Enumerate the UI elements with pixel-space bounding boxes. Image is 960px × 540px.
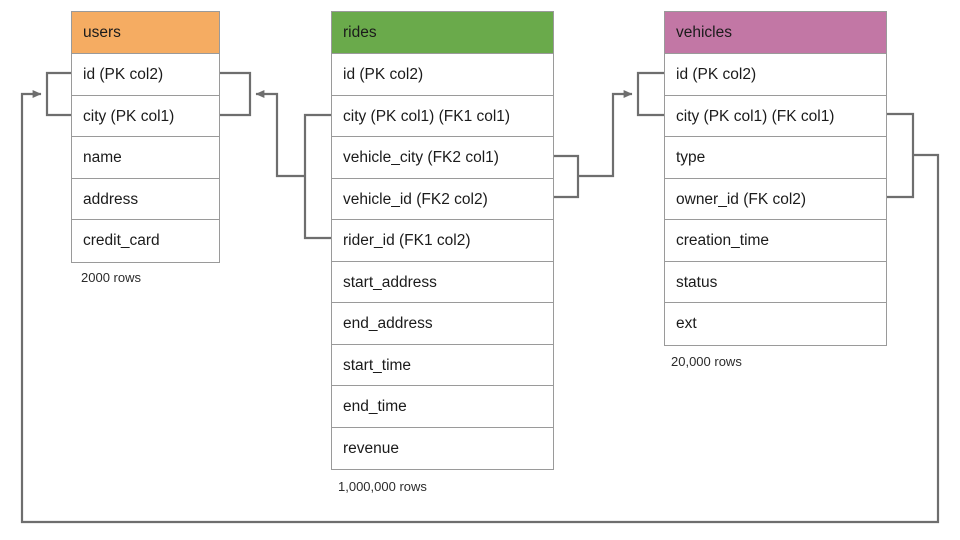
entity-rides[interactable]: rides id (PK col2) city (PK col1) (FK1 c… [331,11,554,470]
entity-vehicles-header: vehicles [665,12,886,54]
field-rides-revenue[interactable]: revenue [343,439,400,457]
field-rides-vehicle-city[interactable]: vehicle_city (FK2 col1) [332,137,553,179]
field-vehicles-city[interactable]: city (PK col1) (FK col1) [665,96,886,137]
field-rides-id[interactable]: id (PK col2) [332,54,553,96]
connector-rides-to-users [255,90,305,178]
rides-row-count: 1,000,000 rows [338,479,427,494]
users-left-bracket [45,71,71,117]
field-vehicles-creation-time[interactable]: creation_time [665,220,886,262]
users-right-bracket [220,71,252,117]
field-vehicles-ext[interactable]: ext [676,315,697,332]
field-users-credit-card[interactable]: credit_card [83,232,160,249]
vehicles-row-count: 20,000 rows [671,354,742,369]
field-vehicles-type[interactable]: type [665,137,886,179]
field-rides-start-address[interactable]: start_address [332,262,553,303]
field-rides-vehicle-id[interactable]: vehicle_id (FK2 col2) [332,179,553,220]
field-rides-city[interactable]: city (PK col1) (FK1 col1) [332,96,553,137]
entity-users-header: users [72,12,219,54]
entity-vehicles[interactable]: vehicles id (PK col2) city (PK col1) (FK… [664,11,887,346]
field-users-name[interactable]: name [72,137,219,179]
connector-rides-to-vehicles [578,90,633,178]
entity-users[interactable]: users id (PK col2) city (PK col1) name a… [71,11,220,263]
vehicles-right-bracket [887,112,915,199]
field-vehicles-id[interactable]: id (PK col2) [665,54,886,96]
rides-right-bracket [554,154,580,199]
field-rides-rider-id[interactable]: rider_id (FK1 col2) [332,220,553,262]
vehicles-left-bracket [636,71,664,117]
users-row-count: 2000 rows [81,270,141,285]
field-rides-start-time[interactable]: start_time [332,345,553,386]
field-users-city[interactable]: city (PK col1) [72,96,219,137]
field-rides-end-time[interactable]: end_time [332,386,553,428]
field-rides-end-address[interactable]: end_address [332,303,553,345]
field-vehicles-owner-id[interactable]: owner_id (FK col2) [665,179,886,220]
field-users-address[interactable]: address [72,179,219,220]
field-users-id[interactable]: id (PK col2) [72,54,219,96]
entity-rides-header: rides [332,12,553,54]
rides-left-bracket [303,113,331,240]
field-vehicles-status[interactable]: status [665,262,886,303]
